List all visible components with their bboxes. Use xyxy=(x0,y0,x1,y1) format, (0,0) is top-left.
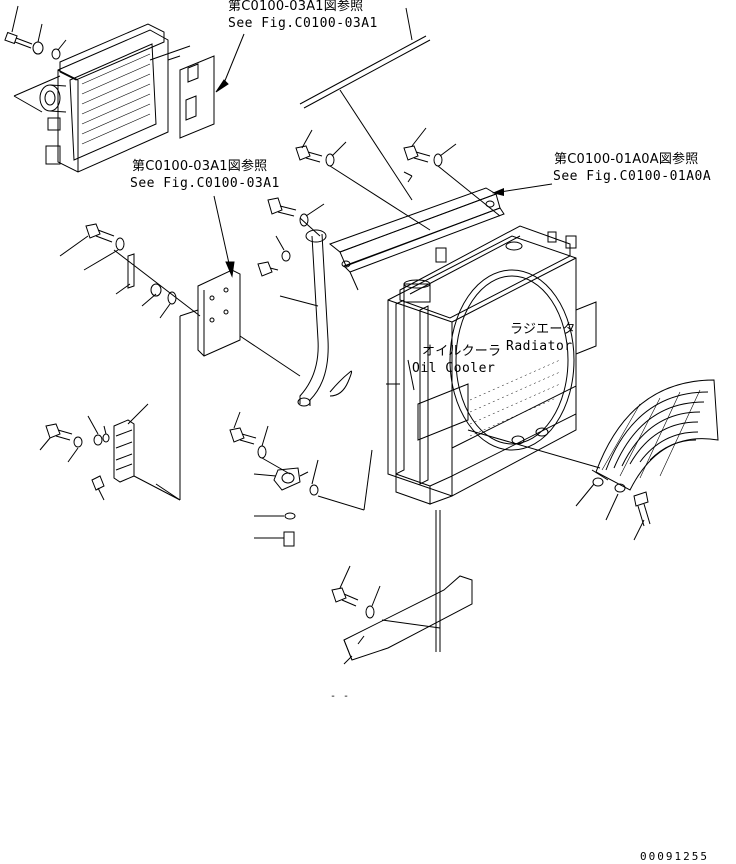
washer-icon xyxy=(366,586,380,618)
under-guard xyxy=(344,576,472,664)
reference-2-jp: 第C0100-03A1図参照 xyxy=(132,159,268,174)
bolt-icon xyxy=(258,236,290,276)
reference-3-jp: 第C0100-01A0A図参照 xyxy=(554,152,699,167)
radiator-label-en: Radiator xyxy=(506,339,573,354)
oil-cooler-block xyxy=(88,404,180,500)
washer-icon xyxy=(300,142,500,230)
water-pipe xyxy=(280,218,352,406)
radiator-label-jp: ラジエータ xyxy=(510,322,576,337)
bolt-icon xyxy=(5,6,32,48)
mounting-bracket xyxy=(156,270,300,500)
bolt-icon xyxy=(332,566,358,606)
drain-fittings xyxy=(230,412,372,546)
radiator-assembly xyxy=(386,226,600,652)
washer-icon xyxy=(68,238,200,462)
drawing-number: 00091255 xyxy=(640,850,709,863)
spacer-plate xyxy=(116,254,134,294)
bolt-icon xyxy=(40,224,114,450)
oil-cooler-label-en: Oil Cooler xyxy=(412,361,496,376)
bolt-icon xyxy=(268,128,430,216)
washer-icon xyxy=(576,478,625,520)
tie-rod xyxy=(300,8,430,200)
reference-3-en: See Fig.C0100-01A0A xyxy=(553,169,712,184)
stray-mark: - - xyxy=(330,691,350,702)
reference-2-en: See Fig.C0100-03A1 xyxy=(130,176,280,191)
oil-cooler-label-jp: オイルクーラ xyxy=(422,344,502,359)
fan-guard xyxy=(592,380,718,490)
washer-icon xyxy=(33,24,66,59)
aftercooler-assembly xyxy=(14,24,214,172)
bolt-icon xyxy=(634,492,650,540)
reference-1-en: See Fig.C0100-03A1 xyxy=(228,16,378,31)
reference-1-jp: 第C0100-03A1図参照 xyxy=(228,0,364,14)
